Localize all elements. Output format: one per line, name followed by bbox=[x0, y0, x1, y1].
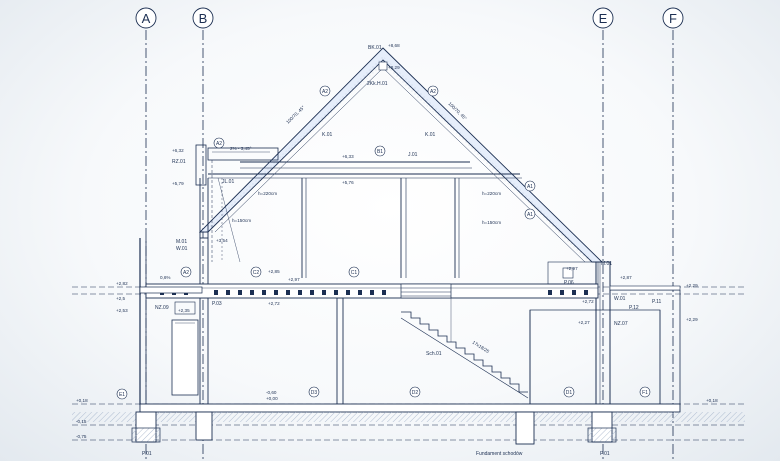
door-ground-floor bbox=[171, 319, 199, 396]
lintel-window bbox=[174, 301, 196, 315]
label-lvl-632: +6,32 bbox=[172, 148, 184, 153]
dormer-left bbox=[195, 144, 279, 263]
label-lvl-l018: +0,18 bbox=[76, 398, 88, 403]
label-rz01: RZ.01 bbox=[172, 159, 186, 165]
axis-label-e: E bbox=[599, 11, 608, 26]
grid-axis-lines bbox=[145, 30, 674, 461]
label-k01-left: K.01 bbox=[322, 132, 333, 138]
label-c2: C2 bbox=[253, 270, 260, 276]
axis-bubble-e bbox=[592, 7, 614, 29]
label-lvl-r229b: +2,29 bbox=[686, 317, 698, 322]
label-slope-left: 100/70, 45° bbox=[285, 105, 306, 125]
label-zk: 2Kk.H.01 bbox=[367, 81, 388, 87]
axis-label-b: B bbox=[199, 11, 208, 26]
label-h150-left: h=150cm bbox=[232, 218, 251, 223]
label-lvl-b272: +2,72 bbox=[268, 301, 280, 306]
label-lvl-253: +2,53 bbox=[116, 308, 128, 313]
label-a1-upper: A1 bbox=[527, 184, 533, 190]
label-nz09: NZ.09 bbox=[155, 305, 169, 311]
label-lvl-r287: +2,87 bbox=[620, 275, 632, 280]
label-a2-attic: A2 bbox=[216, 141, 222, 147]
label-lvl-r272: +2,72 bbox=[582, 299, 594, 304]
label-stairs-dim: 17x18/25 bbox=[471, 340, 490, 355]
label-k01-right: K.01 bbox=[425, 132, 436, 138]
label-w01-left: W.01 bbox=[176, 246, 188, 252]
label-lvl-282: +2,82 bbox=[116, 281, 128, 286]
axis-bubble-f bbox=[662, 7, 684, 29]
label-lvl-000: -0,60 bbox=[266, 390, 277, 395]
label-h220-right: h=220cm bbox=[482, 191, 501, 196]
ground-hatch bbox=[72, 412, 745, 422]
staircase bbox=[400, 298, 529, 399]
label-b1: B1 bbox=[377, 149, 383, 155]
label-p01-right: P.01 bbox=[600, 451, 610, 457]
label-pct: 0,6% bbox=[160, 275, 170, 280]
label-p06: P.06 bbox=[564, 280, 574, 286]
axis-label-f: F bbox=[669, 11, 677, 26]
label-nz07: NZ.07 bbox=[614, 321, 628, 327]
label-f1: F1 bbox=[642, 390, 648, 396]
label-lvl-354: +3,54 bbox=[216, 238, 228, 243]
label-lvl-l25: +2,5 bbox=[116, 296, 126, 301]
label-m01-right: M.01 bbox=[601, 261, 612, 267]
label-a2-right: A2 bbox=[430, 89, 436, 95]
label-lvl-579: +5,79 bbox=[172, 181, 184, 186]
label-d2: D2 bbox=[412, 390, 419, 396]
label-h220: h=220cm bbox=[258, 191, 277, 196]
axis-bubbles bbox=[135, 7, 684, 29]
label-lvl-000b: +0,00 bbox=[266, 396, 278, 401]
label-lvl-r018: +0,18 bbox=[706, 398, 718, 403]
label-h150-right: h=150cm bbox=[482, 220, 501, 225]
label-lvl-l075: -0,75 bbox=[76, 434, 87, 439]
balcony-slab bbox=[139, 286, 203, 294]
label-jl01: JL.01 bbox=[222, 179, 234, 185]
dormer-roof bbox=[207, 147, 279, 161]
label-ridge-level: +8,29 bbox=[388, 65, 400, 70]
floor-slab-1 bbox=[145, 283, 599, 299]
label-a2-low: A2 bbox=[183, 270, 189, 276]
section-tags bbox=[116, 85, 651, 400]
label-d1: D1 bbox=[566, 390, 573, 396]
label-lvl-r227: +2,27 bbox=[578, 320, 590, 325]
label-top-level: +8,68 bbox=[388, 43, 400, 48]
label-ml01: M.01 bbox=[176, 239, 187, 245]
label-slope-small: 2% - 3,45° bbox=[230, 146, 252, 151]
label-p01-left: P.01 bbox=[142, 451, 152, 457]
ground-floor-slab bbox=[72, 403, 745, 445]
label-e1: E1 bbox=[119, 392, 125, 398]
stair-opening bbox=[400, 283, 452, 299]
ridge-beam bbox=[378, 61, 388, 71]
label-fundament: Fundament schodów bbox=[476, 451, 523, 457]
axis-bubble-a bbox=[135, 7, 157, 29]
label-d3: D3 bbox=[311, 390, 318, 396]
stair-foundation bbox=[515, 411, 535, 445]
label-lvl-633: +6,33 bbox=[342, 154, 354, 159]
label-bk01: BK.01 bbox=[368, 45, 382, 51]
label-j01: J.01 bbox=[408, 152, 418, 158]
label-p11: P.11 bbox=[652, 299, 661, 305]
label-a1-lower: A1 bbox=[527, 212, 533, 218]
axis-bubble-b bbox=[192, 7, 214, 29]
label-lvl-l015: -0,15 bbox=[76, 419, 87, 424]
label-lvl-r297: +2,97 bbox=[566, 266, 578, 271]
label-c1: C1 bbox=[351, 270, 358, 276]
axis-label-a: A bbox=[142, 11, 151, 26]
label-p03: P.03 bbox=[212, 301, 222, 307]
label-w01-right: W.01 bbox=[614, 296, 626, 302]
label-lvl-235: +2,35 bbox=[178, 308, 190, 313]
roof-insulation bbox=[203, 56, 595, 262]
label-lvl-297-mid: +2,97 bbox=[288, 277, 300, 282]
label-p12: P.12 bbox=[629, 305, 639, 311]
label-sch01: Sch.01 bbox=[426, 351, 442, 357]
label-lvl-c2: +2,85 bbox=[268, 269, 280, 274]
label-lvl-r229: +2,29 bbox=[686, 283, 698, 288]
label-lvl-576: +5,76 bbox=[342, 180, 354, 185]
label-a2-left: A2 bbox=[322, 89, 328, 95]
